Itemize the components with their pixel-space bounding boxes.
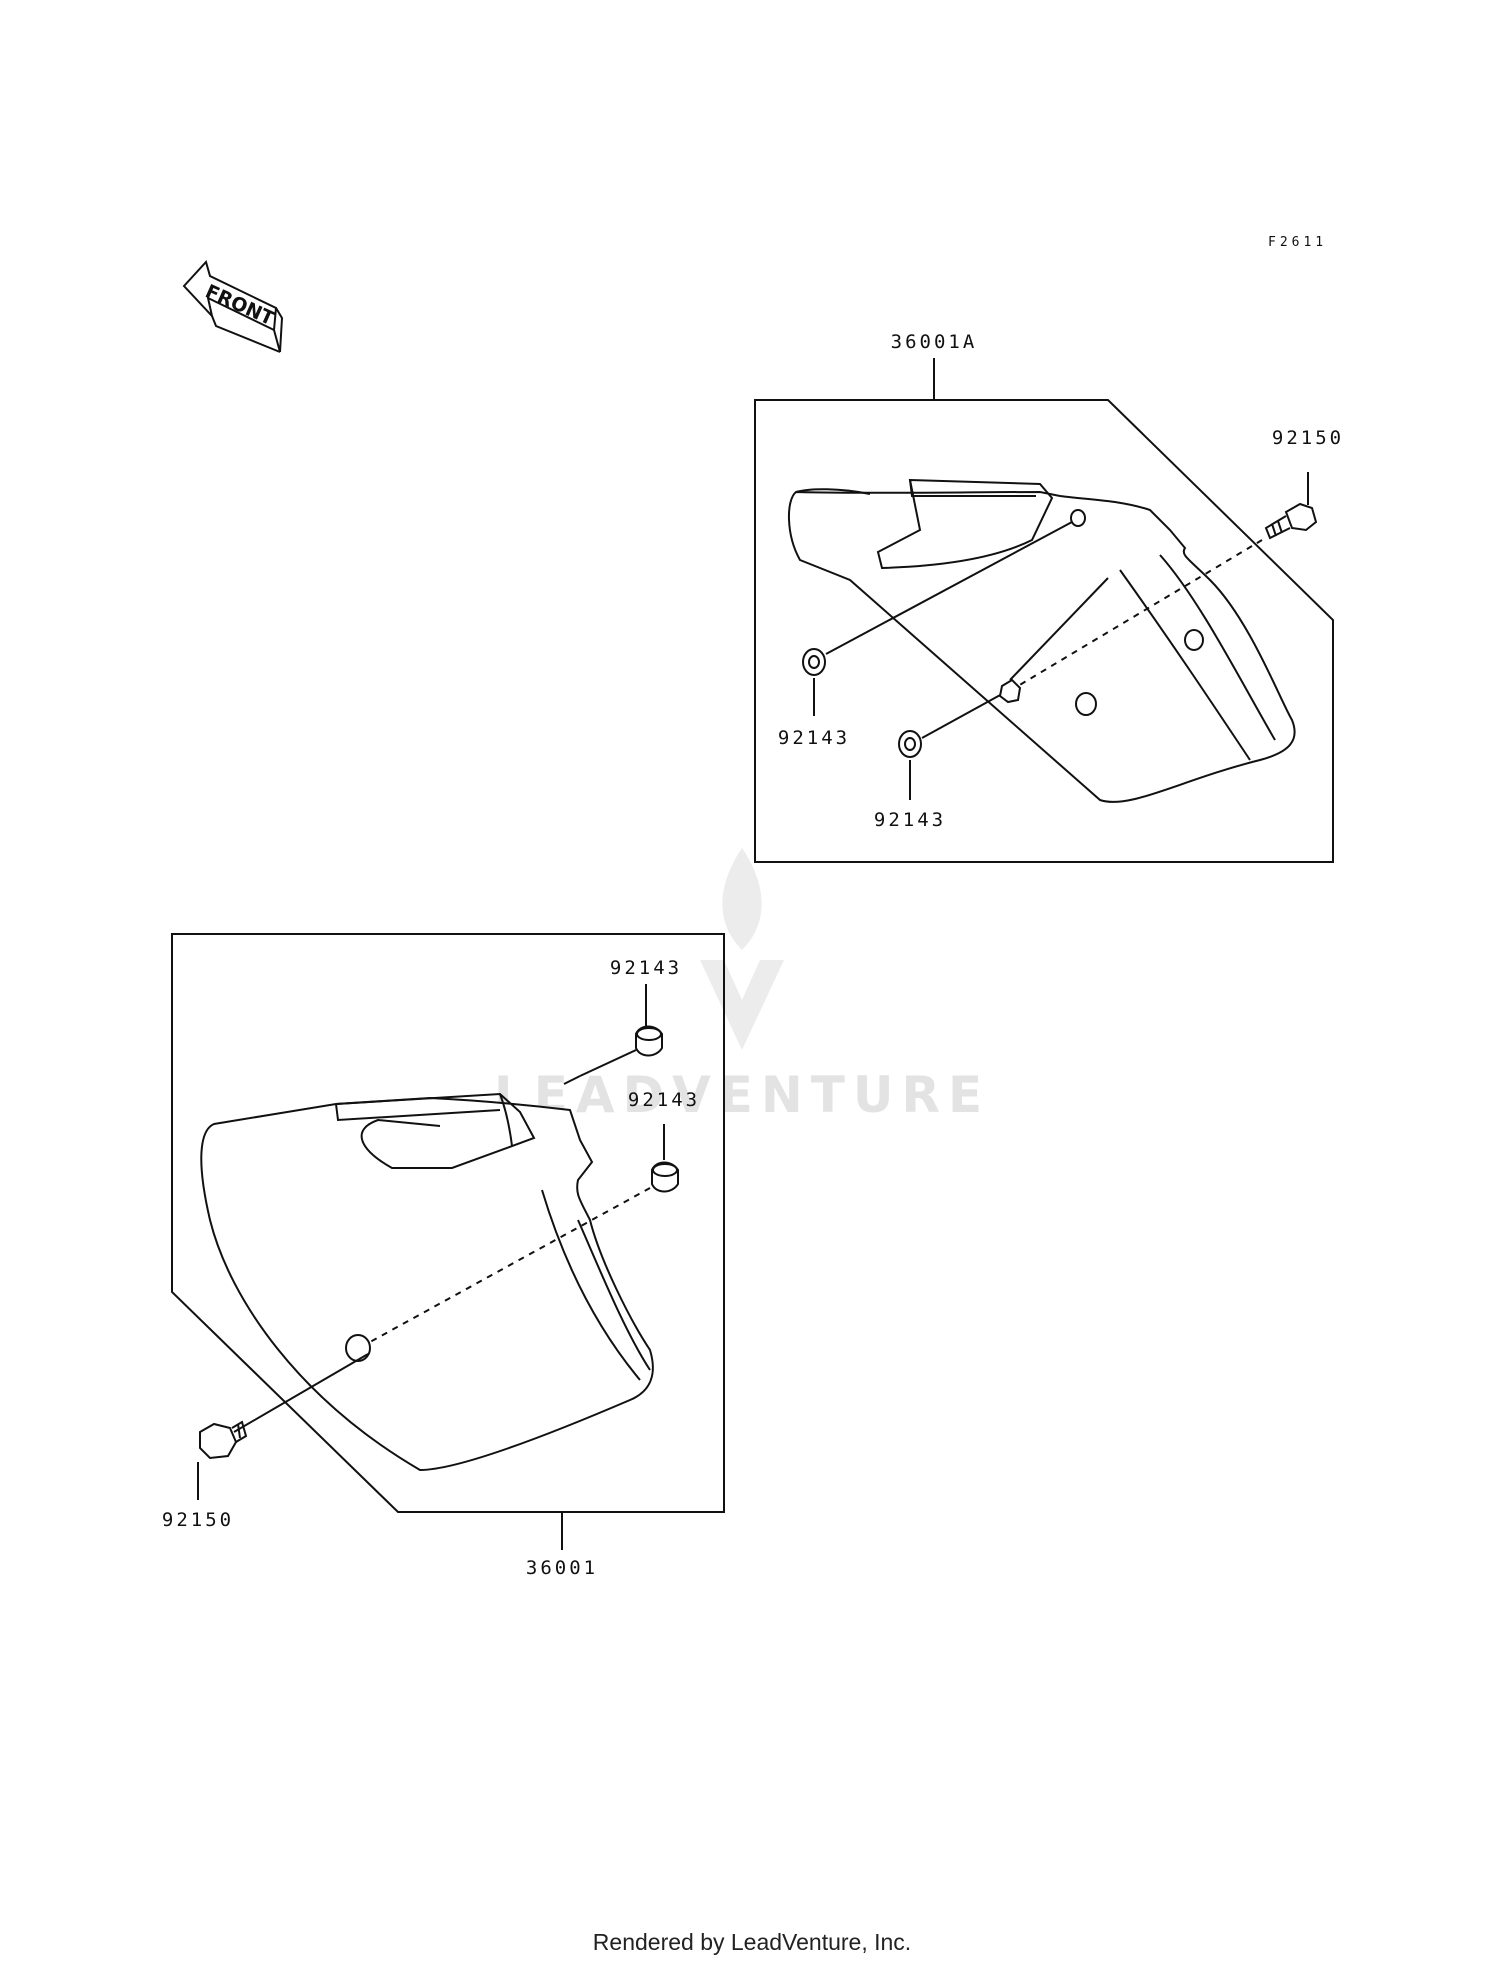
front-arrow-icon: FRONT xyxy=(182,260,284,353)
callout-92143-lower-b: 92143 xyxy=(628,1089,700,1111)
grommet-92143-lower-b: 92143 xyxy=(628,1089,700,1193)
footer-credit: Rendered by LeadVenture, Inc. xyxy=(593,1929,911,1955)
grommet-92143-upper-b: 92143 xyxy=(874,730,946,831)
front-label: FRONT xyxy=(202,280,277,330)
callout-92143-lower-a: 92143 xyxy=(610,957,682,979)
side-cover-36001A xyxy=(787,478,1296,803)
watermark: LEADVENTURE xyxy=(494,848,990,1124)
callout-36001: 36001 xyxy=(526,1557,598,1579)
callout-92143-upper-a: 92143 xyxy=(778,727,850,749)
figure-code: F2611 xyxy=(1268,235,1327,250)
upper-frame xyxy=(754,399,1334,863)
grommet-92143-upper-a: 92143 xyxy=(778,648,850,749)
side-cover-36001 xyxy=(200,1092,654,1472)
callout-36001A: 36001A xyxy=(891,331,978,353)
callout-92150-upper: 92150 xyxy=(1272,427,1344,449)
bolt-92150-lower: 92150 xyxy=(162,1353,369,1531)
callout-92150-lower: 92150 xyxy=(162,1509,234,1531)
lower-assembly: 36001 92143 92143 xyxy=(162,933,725,1579)
grommet-92143-lower-a: 92143 xyxy=(610,957,682,1057)
upper-assembly: 36001A 92150 921 xyxy=(754,331,1344,863)
callout-92143-upper-b: 92143 xyxy=(874,809,946,831)
bolt-92150-upper: 92150 xyxy=(1264,427,1344,540)
watermark-text: LEADVENTURE xyxy=(494,1066,990,1124)
